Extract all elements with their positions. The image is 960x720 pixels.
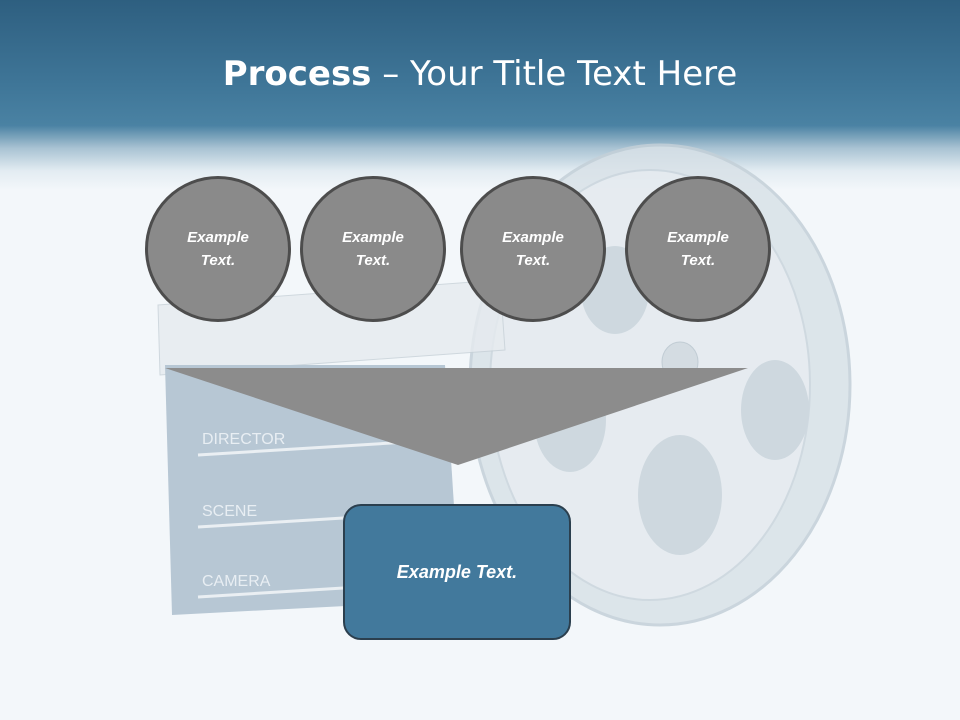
- process-step-circle-4: Example Text.: [625, 176, 771, 322]
- result-box: Example Text.: [343, 504, 571, 640]
- clapperboard-label-camera: CAMERA: [202, 573, 271, 590]
- header-band: [0, 0, 960, 190]
- title-regular-part: – Your Title Text Here: [371, 54, 738, 94]
- funnel-triangle-shape: [165, 368, 748, 465]
- process-step-text: Example Text.: [667, 229, 729, 269]
- process-step-circle-3: Example Text.: [460, 176, 606, 322]
- process-step-text: Example Text.: [502, 229, 564, 269]
- clapperboard-label-scene: SCENE: [202, 503, 257, 520]
- process-step-text: Example Text.: [342, 229, 404, 269]
- clapperboard-label-director: DIRECTOR: [202, 431, 285, 448]
- title-bold-part: Process: [222, 54, 372, 94]
- process-step-text: Example Text.: [187, 229, 249, 269]
- slide-title: Process – Your Title Text Here: [0, 52, 960, 96]
- process-step-circle-2: Example Text.: [300, 176, 446, 322]
- result-box-text: Example Text.: [396, 561, 518, 582]
- process-step-circle-1: Example Text.: [145, 176, 291, 322]
